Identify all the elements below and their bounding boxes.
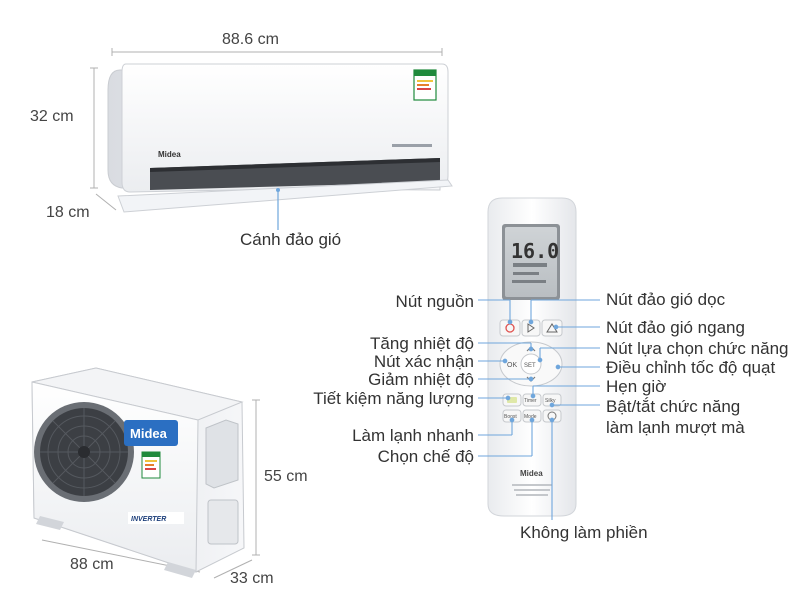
remote-boost-label: Boost: [504, 414, 517, 420]
indoor-height-label: 32 cm: [30, 108, 74, 125]
remote-control: [487, 197, 577, 517]
indoor-depth-label: 18 cm: [46, 204, 90, 221]
outdoor-height-label: 55 cm: [264, 468, 308, 485]
vane-leader-line: [276, 188, 280, 230]
indoor-unit: [107, 63, 453, 213]
indoor-brand-text: Midea: [158, 150, 181, 159]
outdoor-unit: [31, 367, 245, 578]
indoor-dimension-lines: [90, 48, 443, 211]
remote-silky-label: Silky: [545, 398, 556, 404]
remote-brand-text: Midea: [520, 469, 543, 478]
remote-timer-label: Timer: [524, 398, 537, 404]
mode-select-label: Chọn chế độ: [377, 447, 474, 466]
fast-cool-label: Làm lạnh nhanh: [352, 426, 474, 445]
temp-up-label: Tăng nhiệt độ: [370, 334, 474, 353]
power-button-label: Nút nguồn: [395, 292, 474, 311]
vane-label: Cánh đảo gió: [240, 230, 342, 249]
remote-display-value: 16.0: [511, 239, 559, 263]
swing-horizontal-label: Nút đảo gió ngang: [606, 318, 745, 337]
outdoor-inverter-badge: INVERTER: [131, 516, 166, 523]
smooth-cool-label-line2: làm lạnh mượt mà: [606, 418, 745, 437]
remote-ok-label: OK: [507, 362, 517, 369]
temp-down-label: Giảm nhiệt độ: [368, 370, 474, 389]
eco-label: Tiết kiệm năng lượng: [313, 389, 474, 408]
outdoor-brand-text: Midea: [130, 426, 168, 441]
remote-set-label: SET: [524, 363, 536, 369]
swing-vertical-label: Nút đảo gió dọc: [606, 290, 726, 309]
remote-mode-label: Mode: [524, 414, 537, 420]
indoor-width-label: 88.6 cm: [222, 31, 279, 48]
function-select-label: Nút lựa chọn chức năng: [606, 339, 789, 358]
outdoor-width-label: 88 cm: [70, 556, 114, 573]
confirm-label: Nút xác nhận: [373, 352, 474, 371]
fan-speed-label: Điều chỉnh tốc độ quạt: [606, 358, 776, 377]
smooth-cool-label-line1: Bật/tắt chức năng: [606, 397, 741, 416]
outdoor-depth-label: 33 cm: [230, 570, 274, 587]
do-not-disturb-label: Không làm phiền: [520, 523, 648, 542]
remote-leader-lines: [478, 299, 600, 520]
timer-label: Hẹn giờ: [606, 377, 667, 396]
